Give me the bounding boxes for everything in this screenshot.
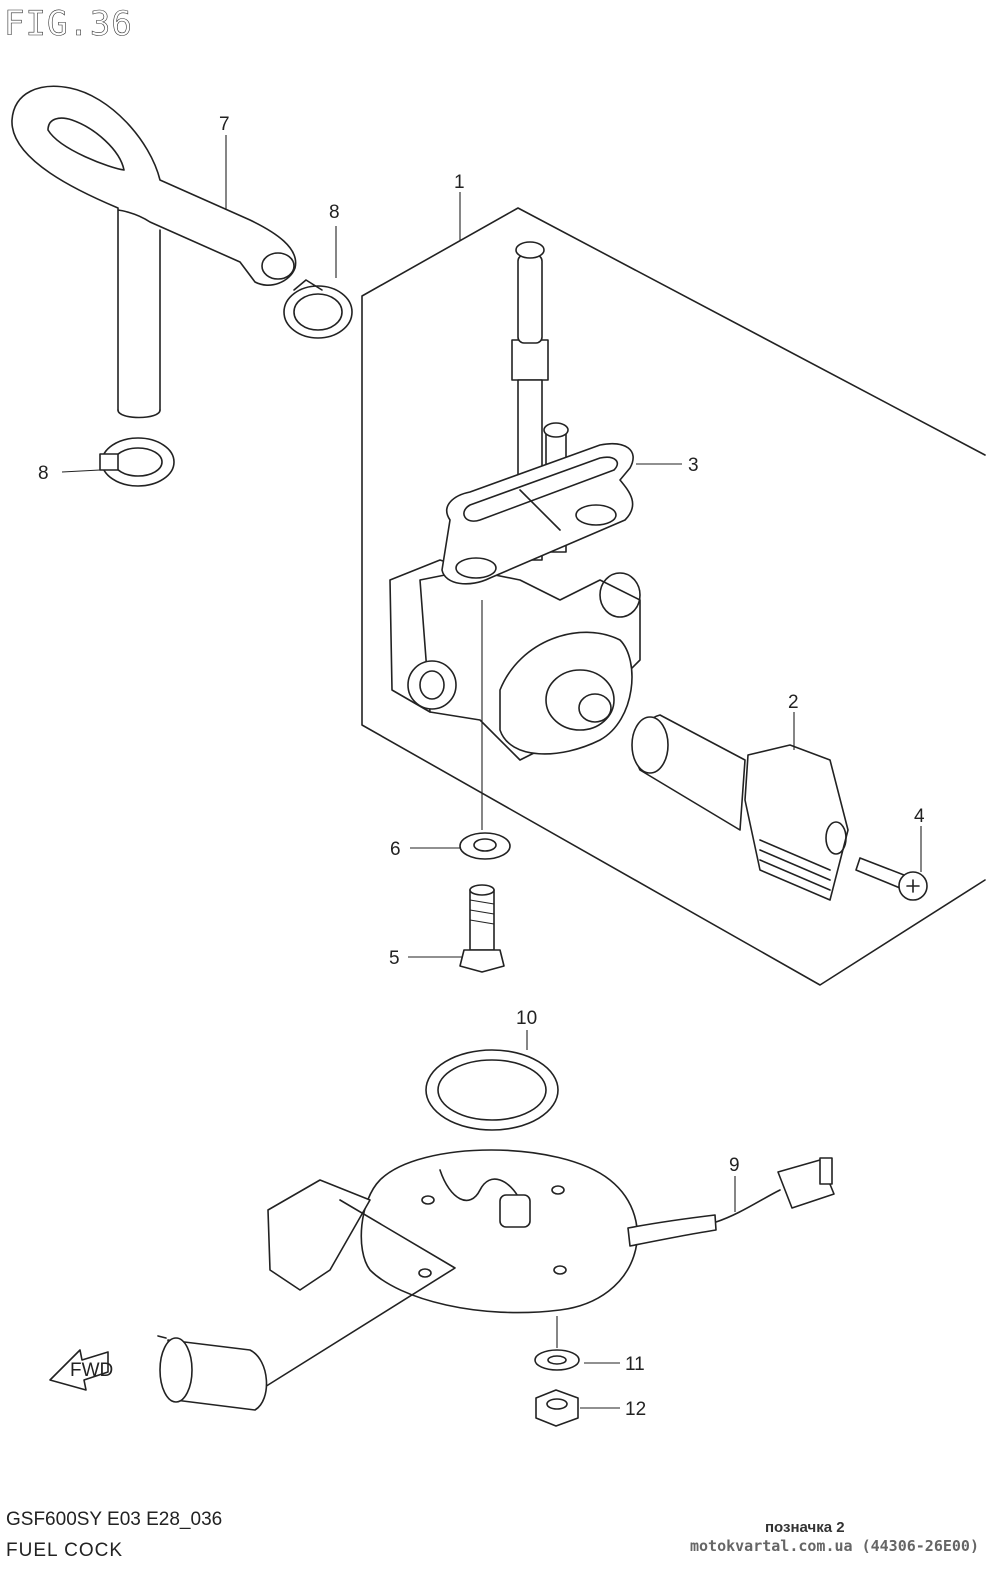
fuel-level-sensor[interactable] xyxy=(259,1149,835,1391)
callout-10: 10 xyxy=(516,1008,537,1029)
callout-3: 3 xyxy=(688,455,699,476)
callout-12: 12 xyxy=(625,1399,646,1420)
source-watermark: motokvartal.com.ua (44306-26E00) xyxy=(690,1537,979,1555)
callout-8-lower: 8 xyxy=(38,463,49,484)
callout-2: 2 xyxy=(788,692,799,713)
callout-numbers: 7 8 8 1 3 2 4 6 5 10 9 11 12 xyxy=(38,114,925,1420)
flange-nut[interactable] xyxy=(535,1389,579,1427)
callout-8-upper: 8 xyxy=(329,202,340,223)
section-name: FUEL COCK xyxy=(6,1540,124,1561)
model-code: GSF600SY E03 E28_036 xyxy=(6,1509,223,1530)
assembly-outline xyxy=(361,207,986,986)
filter-gasket[interactable] xyxy=(441,443,634,585)
mounting-bolt[interactable] xyxy=(459,884,505,973)
lever-screw[interactable] xyxy=(855,857,928,901)
leader-lines xyxy=(61,135,922,1409)
fuel-cock-body[interactable] xyxy=(389,241,641,761)
forward-label: FWD xyxy=(70,1360,113,1381)
washer-11[interactable] xyxy=(534,1349,580,1371)
washer-6[interactable] xyxy=(459,832,511,860)
hose-clamp-lower[interactable] xyxy=(99,437,175,487)
callout-4: 4 xyxy=(914,806,925,827)
callout-7: 7 xyxy=(219,114,230,135)
callout-5: 5 xyxy=(389,948,400,969)
hose-clamp-upper[interactable] xyxy=(283,279,353,339)
callout-11: 11 xyxy=(625,1354,645,1375)
fuel-hose[interactable] xyxy=(11,85,297,419)
sensor-float[interactable] xyxy=(157,1335,268,1411)
callout-1: 1 xyxy=(454,172,465,193)
figure-title: FIG.36 xyxy=(4,4,133,45)
forward-arrow-icon: FWD xyxy=(49,1349,113,1391)
o-ring[interactable] xyxy=(425,1049,559,1131)
mark-label: позначка 2 xyxy=(765,1519,845,1536)
fuel-cock-lever[interactable] xyxy=(631,714,849,901)
callout-6: 6 xyxy=(390,839,401,860)
callout-9: 9 xyxy=(729,1155,740,1176)
